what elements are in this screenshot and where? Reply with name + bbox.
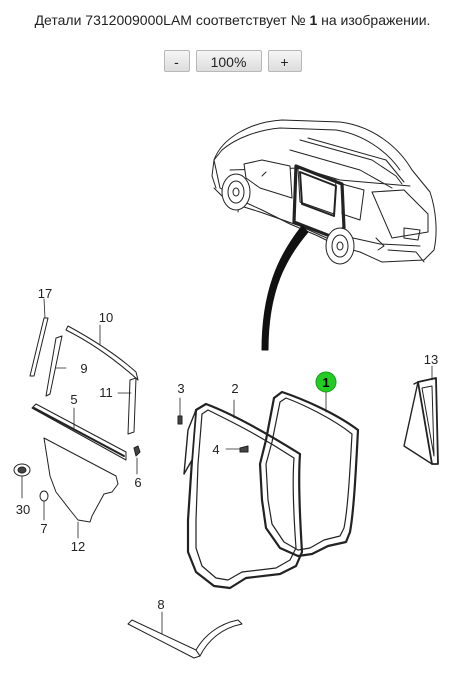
part-30-shape (13, 463, 31, 499)
part-1-shape (258, 390, 360, 558)
pointer-arrow (261, 225, 309, 351)
part-12-shape (43, 437, 119, 539)
label-9[interactable]: 9 (80, 361, 87, 376)
label-8[interactable]: 8 (157, 597, 164, 612)
label-1-badge[interactable]: 1 (315, 371, 337, 393)
label-13[interactable]: 13 (424, 352, 438, 367)
part-13-shape (403, 365, 439, 465)
part-10-shape (65, 324, 139, 381)
label-1[interactable]: 1 (322, 375, 329, 390)
label-3[interactable]: 3 (177, 381, 184, 396)
label-10[interactable]: 10 (99, 310, 113, 325)
zoom-level-button[interactable]: 100% (195, 50, 262, 72)
part-17-shape (29, 298, 49, 377)
caption-prefix: Детали 7312009000LAM соответствует № (34, 12, 306, 28)
label-30[interactable]: 30 (16, 502, 30, 517)
part-4-shape (225, 445, 249, 453)
part-6-shape (133, 445, 141, 475)
label-5[interactable]: 5 (70, 392, 77, 407)
part-7-shape (39, 490, 49, 521)
zoom-out-button[interactable]: - (163, 50, 190, 72)
label-2[interactable]: 2 (231, 381, 238, 396)
label-4[interactable]: 4 (212, 442, 219, 457)
label-17[interactable]: 17 (38, 286, 52, 301)
part-11-shape (117, 377, 137, 435)
label-11[interactable]: 11 (99, 385, 113, 400)
car-illustration (211, 119, 437, 265)
label-6[interactable]: 6 (134, 475, 141, 490)
part-3-shape (177, 397, 183, 425)
zoom-controls: - 100% + (0, 50, 465, 72)
label-12[interactable]: 12 (71, 539, 85, 554)
caption-suffix: на изображении. (321, 12, 431, 28)
part-caption: Детали 7312009000LAM соответствует № 1 н… (0, 12, 465, 28)
part-5-shape (31, 403, 127, 461)
part-9-shape (45, 335, 67, 397)
zoom-in-button[interactable]: + (267, 50, 302, 72)
part-8-shape (127, 611, 243, 659)
caption-part-number: 1 (309, 12, 318, 28)
label-7[interactable]: 7 (40, 521, 47, 536)
part-2-shape (183, 399, 304, 590)
